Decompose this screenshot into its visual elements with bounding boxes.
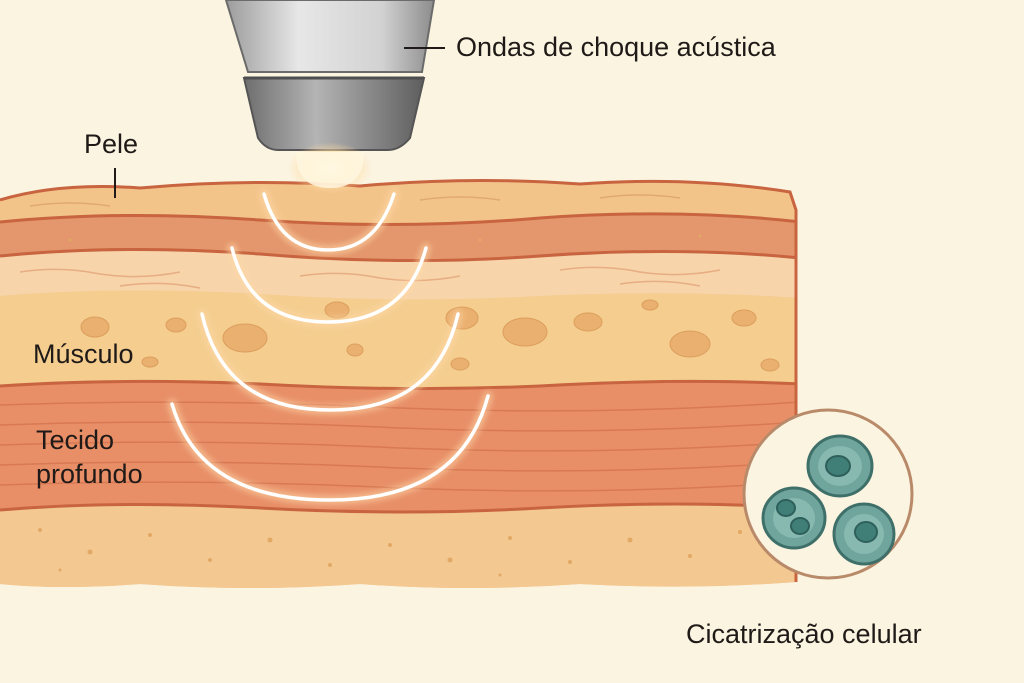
bottom-layer xyxy=(0,504,796,588)
cell xyxy=(832,502,896,566)
shockwave-applicator-icon xyxy=(224,0,436,151)
muscle-label: Músculo xyxy=(33,339,134,369)
skin-texture xyxy=(29,194,681,207)
probe-label: Ondas de choque acústica xyxy=(456,32,776,62)
cell-healing-label: Cicatrização celular xyxy=(686,619,922,649)
shockwave-arcs xyxy=(167,189,493,506)
deep-tissue-label-line2: profundo xyxy=(36,459,143,489)
emission-dome xyxy=(296,152,364,188)
cell xyxy=(806,434,874,498)
tissue-block xyxy=(0,180,796,588)
cell-cluster-icon xyxy=(742,408,914,580)
shockwave-arc-2 xyxy=(230,246,428,324)
shockwave-arc-3 xyxy=(200,312,460,412)
subcutis-lines xyxy=(19,266,721,289)
muscle-layer xyxy=(0,381,796,512)
cell xyxy=(761,486,827,550)
fat-globules xyxy=(80,299,780,372)
shockwave-arc-1 xyxy=(262,192,396,252)
tissue-speckles xyxy=(38,234,742,577)
tissue-outline xyxy=(0,178,798,582)
dermis-band xyxy=(0,213,796,261)
shockwave-arc-4 xyxy=(170,394,490,502)
deep-tissue-label-line1: Tecido xyxy=(36,425,115,455)
layer-outlines xyxy=(0,212,796,514)
skin-label: Pele xyxy=(84,129,139,159)
subcutis-layer xyxy=(0,249,796,300)
